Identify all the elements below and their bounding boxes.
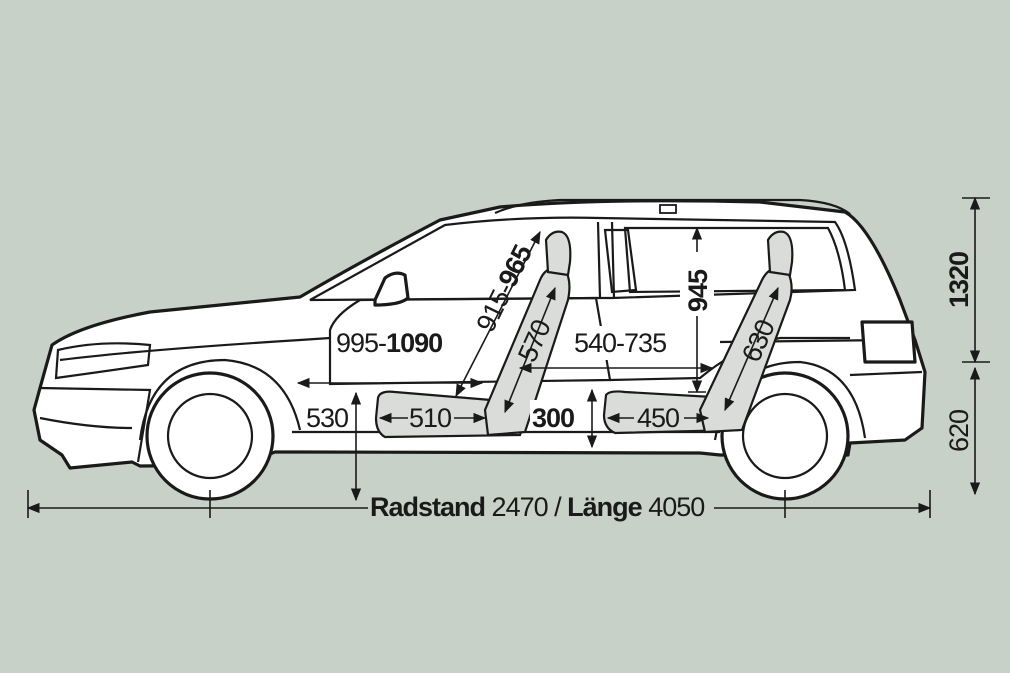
rear-headroom-label: 945	[683, 269, 713, 312]
ground-clearance-label: 620	[944, 410, 974, 452]
side-mirror	[373, 271, 410, 307]
dimension-lines	[26, 196, 990, 518]
total-height-label: 1320	[944, 252, 974, 308]
roof-rail	[494, 198, 851, 215]
front-legroom-label: 995-1090	[336, 328, 442, 358]
front-headrest	[544, 230, 572, 277]
wheelbase-length-label: Radstand 2470 / Länge 4050	[370, 492, 704, 522]
front-wheel	[138, 358, 302, 501]
rear-seat-height-label: 300	[532, 403, 574, 433]
tail-light	[860, 320, 917, 364]
front-seat-height-label: 530	[306, 403, 348, 433]
rear-window	[623, 226, 847, 294]
front-seat-depth-label: 510	[409, 403, 451, 433]
headlight	[54, 342, 152, 380]
rear-legroom-label: 540-735	[574, 328, 666, 358]
rear-seat-depth-label: 450	[637, 403, 679, 433]
window-line	[309, 216, 857, 302]
dimension-labels: 995-1090 915-965 570 540-735 945 630 510…	[305, 240, 974, 524]
rear-headrest	[766, 230, 794, 277]
